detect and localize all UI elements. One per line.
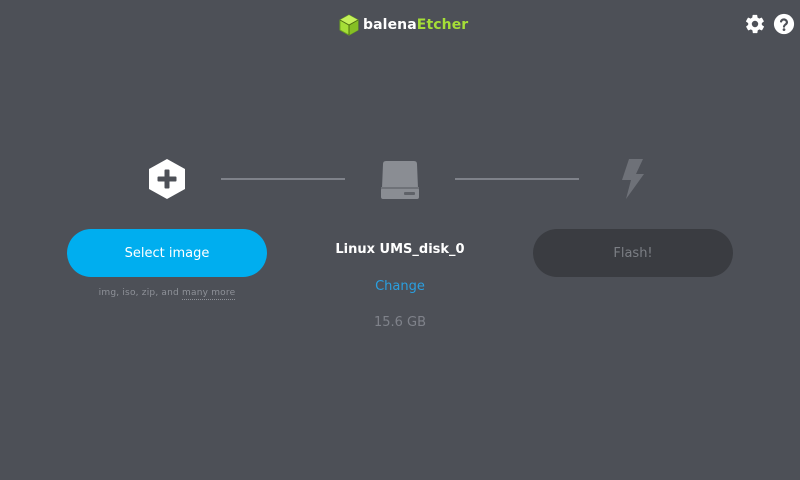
supported-formats: img, iso, zip, and many more [67,288,267,300]
step-connector-1 [221,178,345,180]
app-title-part1: balena [363,17,417,33]
app-logo: balenaEtcher [339,13,468,37]
settings-button[interactable] [744,13,766,35]
step-connector-2 [455,178,579,180]
cube-icon [339,14,359,36]
many-more-link[interactable]: many more [182,288,236,300]
selected-drive-name: Linux UMS_disk_0 [335,242,465,257]
select-image-button[interactable]: Select image [67,229,267,277]
plus-hexagon-icon [149,159,185,199]
lightning-icon [622,159,644,199]
help-icon [773,13,795,35]
help-button[interactable] [773,13,795,35]
app-title-part2: Etcher [416,17,469,33]
header: balenaEtcher [0,0,800,48]
app-title: balenaEtcher [363,14,468,36]
drive-size: 15.6 GB [373,315,427,330]
formats-text: img, iso, zip, and [98,288,179,298]
flash-button[interactable]: Flash! [533,229,733,277]
gear-icon [745,14,765,34]
drive-icon [381,161,419,199]
change-drive-link[interactable]: Change [375,279,425,294]
